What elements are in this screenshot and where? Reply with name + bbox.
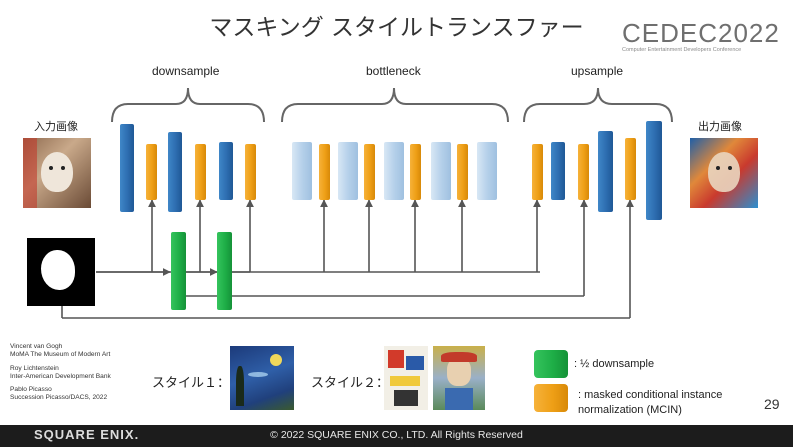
residual-block-light-blue xyxy=(384,142,404,200)
conv-block-blue xyxy=(551,142,565,200)
style-1-painting xyxy=(230,346,294,410)
page-number: 29 xyxy=(764,396,780,412)
bottleneck-brace xyxy=(281,87,509,123)
legend-mcin-line1: : masked conditional instance xyxy=(578,389,723,401)
square-enix-logo: SQUARE ENIX. xyxy=(34,427,140,442)
mcin-block-orange xyxy=(578,144,589,200)
mcin-block-orange xyxy=(319,144,330,200)
residual-block-light-blue xyxy=(431,142,451,200)
style-2-painting-picasso xyxy=(433,346,485,410)
legend-mcin-line2: normalization (MCIN) xyxy=(578,404,682,416)
mcin-block-orange xyxy=(195,144,206,200)
legend-downsample-text: : ½ downsample xyxy=(574,358,655,370)
credit-artist: Roy Lichtenstein xyxy=(10,364,59,372)
output-image-label: 出力画像 xyxy=(698,120,742,133)
mask-image xyxy=(27,238,95,306)
mask-downsample-block-green xyxy=(171,232,186,310)
style-1-label: スタイル１： xyxy=(152,376,231,391)
cedec-logo: CEDEC2022 Computer Entertainment Develop… xyxy=(622,18,780,56)
mcin-block-orange xyxy=(457,144,468,200)
downsample-label: downsample xyxy=(152,64,220,78)
style-2-painting-lichtenstein xyxy=(384,346,428,410)
cedec-logo-text: CEDEC2022 xyxy=(622,18,780,48)
conv-block-blue xyxy=(219,142,233,200)
upsample-label: upsample xyxy=(571,64,624,78)
credit-source: MoMA The Museum of Modern Art xyxy=(10,351,111,359)
bottleneck-label: bottleneck xyxy=(366,64,421,78)
credit-artist: Vincent van Gogh xyxy=(10,343,63,350)
input-dog-image xyxy=(23,138,91,208)
cedec-logo-subtitle: Computer Entertainment Developers Confer… xyxy=(622,47,742,53)
credit-source: Inter-American Development Bank xyxy=(10,372,111,380)
conv-block-blue xyxy=(168,132,182,212)
mcin-block-orange xyxy=(625,138,636,200)
mcin-block-orange xyxy=(245,144,256,200)
footer-bar xyxy=(0,425,793,447)
style-2-label: スタイル２： xyxy=(311,376,390,391)
input-image-label: 入力画像 xyxy=(34,120,78,133)
residual-block-light-blue xyxy=(338,142,358,200)
conv-block-blue xyxy=(646,121,662,220)
mcin-block-orange xyxy=(410,144,421,200)
credit-source: Succession Picasso/DACS, 2022 xyxy=(10,394,108,402)
residual-block-light-blue xyxy=(292,142,312,200)
mcin-block-orange xyxy=(364,144,375,200)
conv-block-blue xyxy=(598,131,613,212)
output-stylized-image xyxy=(690,138,758,208)
legend-green-swatch xyxy=(534,350,568,378)
mcin-block-orange xyxy=(532,144,543,200)
downsample-brace xyxy=(111,87,265,123)
legend-mcin-text: : masked conditional instance normalizat… xyxy=(578,388,722,418)
conv-block-blue xyxy=(120,124,134,212)
legend-orange-swatch xyxy=(534,384,568,412)
residual-block-light-blue xyxy=(477,142,497,200)
copyright-text: © 2022 SQUARE ENIX CO., LTD. All Rights … xyxy=(270,429,523,441)
mask-downsample-block-green xyxy=(217,232,232,310)
credit-artist: Pablo Picasso xyxy=(10,386,52,394)
upsample-brace xyxy=(523,87,673,123)
slide-title: マスキング スタイルトランスファー xyxy=(209,15,584,41)
mcin-block-orange xyxy=(146,144,157,200)
